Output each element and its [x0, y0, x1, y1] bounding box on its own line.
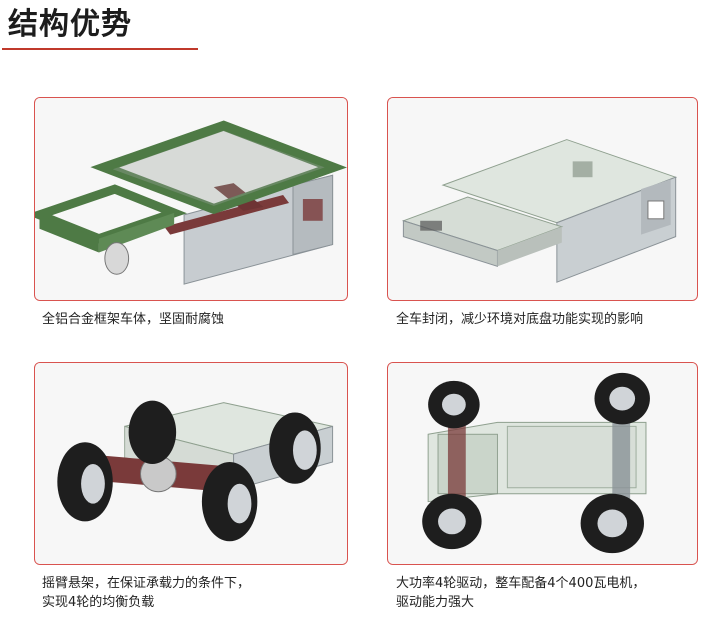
feature-card-drive — [387, 362, 698, 565]
feature-card-suspension — [34, 362, 348, 565]
feature-card-enclosed — [387, 97, 698, 301]
page-title: 结构优势 — [8, 7, 132, 42]
title-underline — [2, 48, 198, 50]
drive-illustration — [388, 363, 697, 564]
caption-suspension: 摇臂悬架，在保证承载力的条件下， 实现4轮的均衡负载 — [42, 576, 251, 610]
feature-card-frame — [34, 97, 348, 301]
caption-drive: 大功率4轮驱动，整车配备4个400瓦电机， 驱动能力强大 — [396, 576, 646, 610]
enclosed-illustration — [388, 98, 697, 300]
caption-frame: 全铝合金框架车体，坚固耐腐蚀 — [42, 312, 225, 327]
frame-illustration — [35, 98, 347, 300]
caption-enclosed: 全车封闭，减少环境对底盘功能实现的影响 — [396, 312, 644, 327]
suspension-illustration — [35, 363, 347, 564]
